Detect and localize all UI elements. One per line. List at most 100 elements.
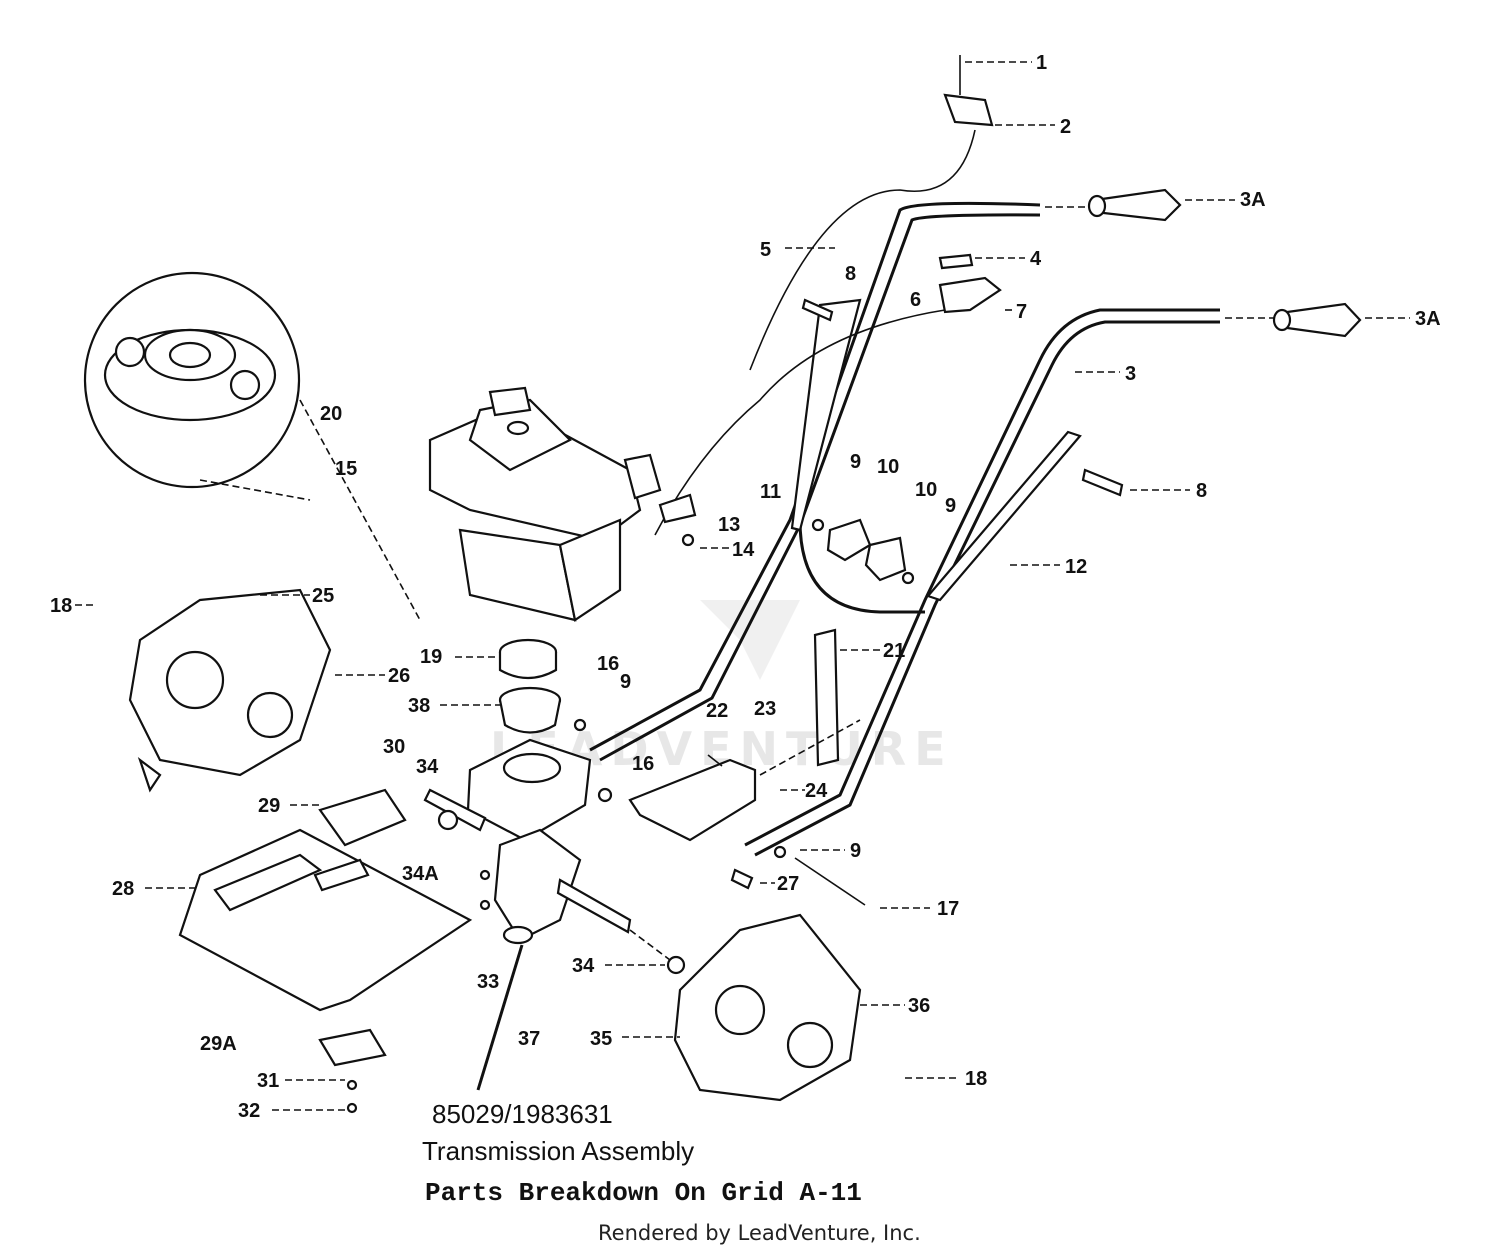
handle-bolt-upper	[801, 298, 834, 322]
caption-rendered-by: Rendered by LeadVenture, Inc.	[598, 1221, 921, 1245]
lower-handle-inner	[754, 320, 1220, 857]
transmission-bore	[502, 752, 562, 784]
control-cable	[654, 309, 946, 536]
screw-14	[681, 533, 695, 547]
callout-31: 31	[257, 1070, 279, 1092]
callout-12: 12	[1065, 556, 1087, 578]
callout-29: 29	[258, 795, 280, 817]
control-bracket	[943, 93, 994, 127]
callout-26: 26	[388, 665, 410, 687]
tine-left-blade	[137, 757, 162, 793]
callout-2: 2	[1060, 116, 1071, 138]
callout-34-left: 34	[416, 756, 439, 778]
tine-left	[128, 588, 332, 793]
bracket-leader	[759, 719, 861, 776]
tine-right	[629, 913, 862, 1102]
callout-33: 33	[477, 971, 499, 993]
callout-9-lower: 9	[850, 840, 861, 862]
callout-10-a: 10	[877, 456, 899, 478]
callout-3a-upper: 3A	[1240, 189, 1266, 211]
caption-title: Transmission Assembly	[422, 1136, 694, 1166]
pin-34a-a	[479, 869, 491, 881]
shield-28	[178, 828, 473, 1012]
oil-cap	[506, 420, 530, 436]
tine-left-hub-2	[246, 691, 294, 739]
handle-strap-left	[790, 298, 862, 532]
transmission-plug	[502, 925, 534, 945]
clutch-detail	[83, 271, 421, 621]
drum-38-side	[498, 699, 562, 734]
depth-stake	[813, 628, 840, 767]
detail-leader-a	[299, 399, 421, 621]
callout-3a-lower: 3A	[1415, 308, 1441, 330]
tine-right-hub	[714, 984, 766, 1036]
bolt-22	[707, 754, 723, 767]
clutch-19-side	[498, 652, 558, 680]
caption-part-number: 85029/1983631	[432, 1099, 613, 1129]
handle-bracket	[798, 519, 925, 614]
callout-30: 30	[383, 736, 405, 758]
callout-35: 35	[590, 1028, 612, 1050]
callout-9-a: 9	[850, 451, 861, 473]
detail-leader-b	[199, 479, 311, 501]
callout-13: 13	[718, 514, 740, 536]
bolt-27	[730, 868, 754, 890]
callout-10-b: 10	[915, 479, 937, 501]
tine-shield	[178, 788, 473, 1114]
callout-11: 11	[760, 481, 781, 503]
clutch-drum	[498, 638, 562, 734]
callout-labels: 1 2 3A 4 5 6 7 8 3A 3 20 15 9 10 10 9 11…	[50, 52, 1441, 1122]
depth-bar	[628, 628, 866, 906]
mount-bracket	[628, 758, 757, 842]
callout-16-lower: 16	[632, 753, 654, 775]
axle-right	[556, 878, 632, 934]
callout-5: 5	[760, 239, 771, 261]
tine-left-body	[128, 588, 332, 777]
handle-knob-right	[864, 536, 907, 582]
tine-right-body	[673, 913, 862, 1102]
callout-34-right: 34	[572, 955, 595, 977]
callout-7: 7	[1016, 301, 1027, 323]
plate-29a	[318, 1028, 387, 1067]
callout-20: 20	[320, 403, 342, 425]
callout-23: 23	[754, 698, 776, 720]
callout-9-c: 9	[620, 671, 631, 693]
upper-handle-outer	[589, 201, 1041, 752]
washer-left	[811, 518, 825, 532]
engine-side	[558, 518, 622, 622]
washer-16-top	[573, 718, 587, 732]
throttle-cable	[749, 129, 976, 371]
throttle-lever	[938, 276, 1002, 314]
bolt-17	[794, 857, 866, 906]
fuel-cap	[488, 386, 532, 417]
grip-lower	[1278, 302, 1362, 338]
cable-clamp	[658, 493, 697, 524]
assembly-arrow	[476, 944, 524, 1091]
callout-22: 22	[706, 700, 728, 722]
callout-1: 1	[1036, 52, 1047, 74]
watermark-logo	[700, 600, 800, 680]
callout-29a: 29A	[200, 1033, 237, 1055]
leader-lines	[75, 61, 1410, 1111]
nut-32	[346, 1102, 358, 1114]
callout-16-upper: 16	[597, 653, 619, 675]
axle-left	[423, 788, 487, 832]
washer-34	[437, 809, 459, 831]
plate-29	[318, 788, 407, 847]
control-clip	[938, 253, 974, 270]
callout-6: 6	[910, 289, 921, 311]
callout-21: 21	[883, 640, 905, 662]
callout-4: 4	[1030, 248, 1042, 270]
clutch-spring-right	[229, 369, 261, 401]
grip-upper	[1093, 188, 1182, 222]
callout-19: 19	[420, 646, 442, 668]
clutch-bore	[168, 341, 212, 369]
lower-handle-outer	[744, 308, 1220, 847]
callout-27: 27	[777, 873, 799, 895]
caption-grid-note: Parts Breakdown On Grid A-11	[425, 1178, 862, 1208]
callout-24: 24	[805, 780, 828, 802]
handle-knob-left	[826, 518, 872, 562]
callout-3: 3	[1125, 363, 1136, 385]
callout-34a: 34A	[402, 863, 439, 885]
